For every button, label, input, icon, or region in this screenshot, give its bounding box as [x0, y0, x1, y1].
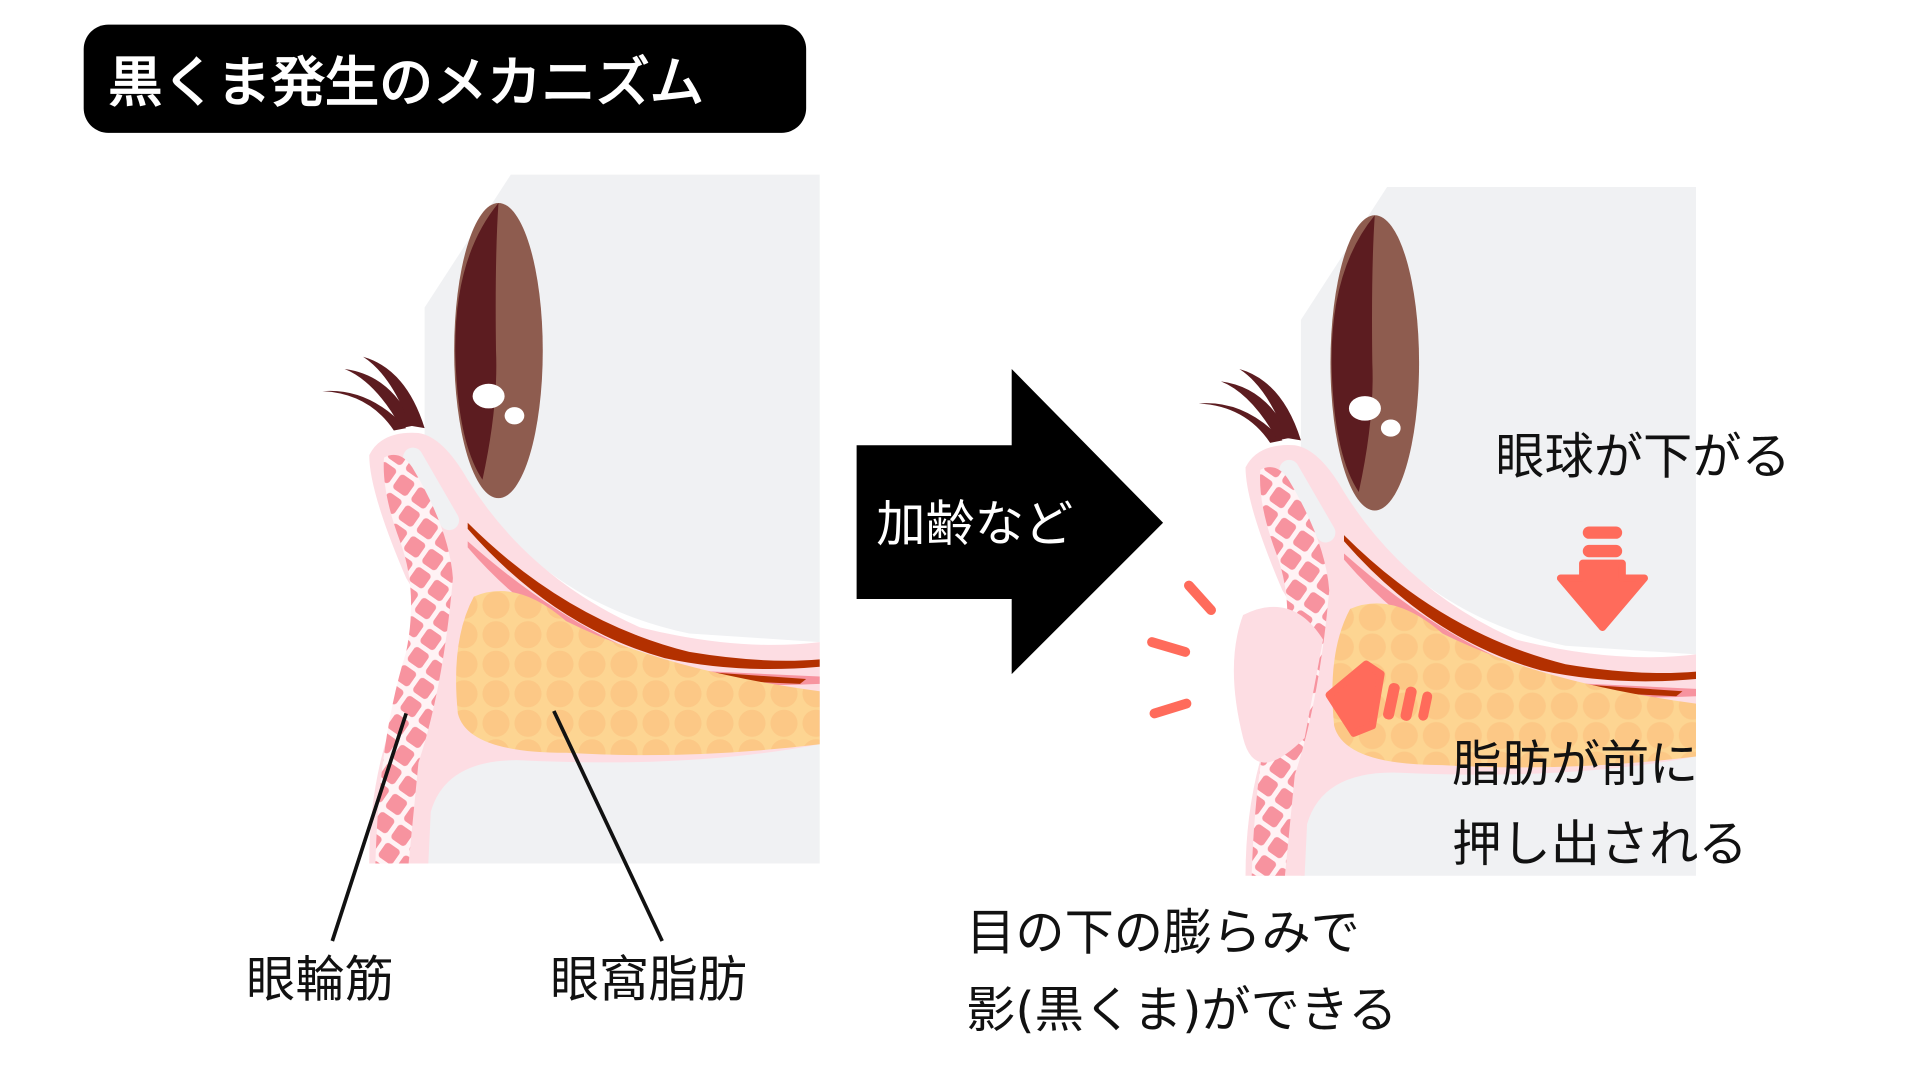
forward-arrow-icon	[1325, 660, 1433, 737]
label-fat-push-2: 押し出される	[1452, 815, 1747, 873]
label-fat: 眼窩脂肪	[550, 950, 747, 1008]
label-result-1: 目の下の膨らみで	[966, 904, 1360, 962]
after-illustration: 眼球が下がる 脂肪が前に 押し出される 目の下の膨らみで 影(黒くま)ができる	[966, 186, 1791, 1039]
label-muscle: 眼輪筋	[246, 950, 394, 1008]
label-fat-push-1: 脂肪が前に	[1452, 735, 1698, 793]
title-badge: 黒くま発生のメカニズム	[83, 24, 807, 133]
pointer-line-muscle	[330, 712, 408, 942]
down-arrow-icon	[1556, 526, 1648, 632]
before-illustration: 眼輪筋 眼窩脂肪	[246, 174, 820, 1008]
arrow-label: 加齢など	[876, 495, 1073, 553]
impact-lines-icon	[1147, 580, 1216, 719]
transition-arrow: 加齢など	[856, 369, 1164, 675]
pointer-line-fat	[552, 710, 664, 942]
title-text: 黒くま発生のメカニズム	[108, 51, 704, 114]
label-result-2: 影(黒くま)ができる	[966, 981, 1397, 1039]
label-eyeball-drop: 眼球が下がる	[1495, 428, 1790, 486]
